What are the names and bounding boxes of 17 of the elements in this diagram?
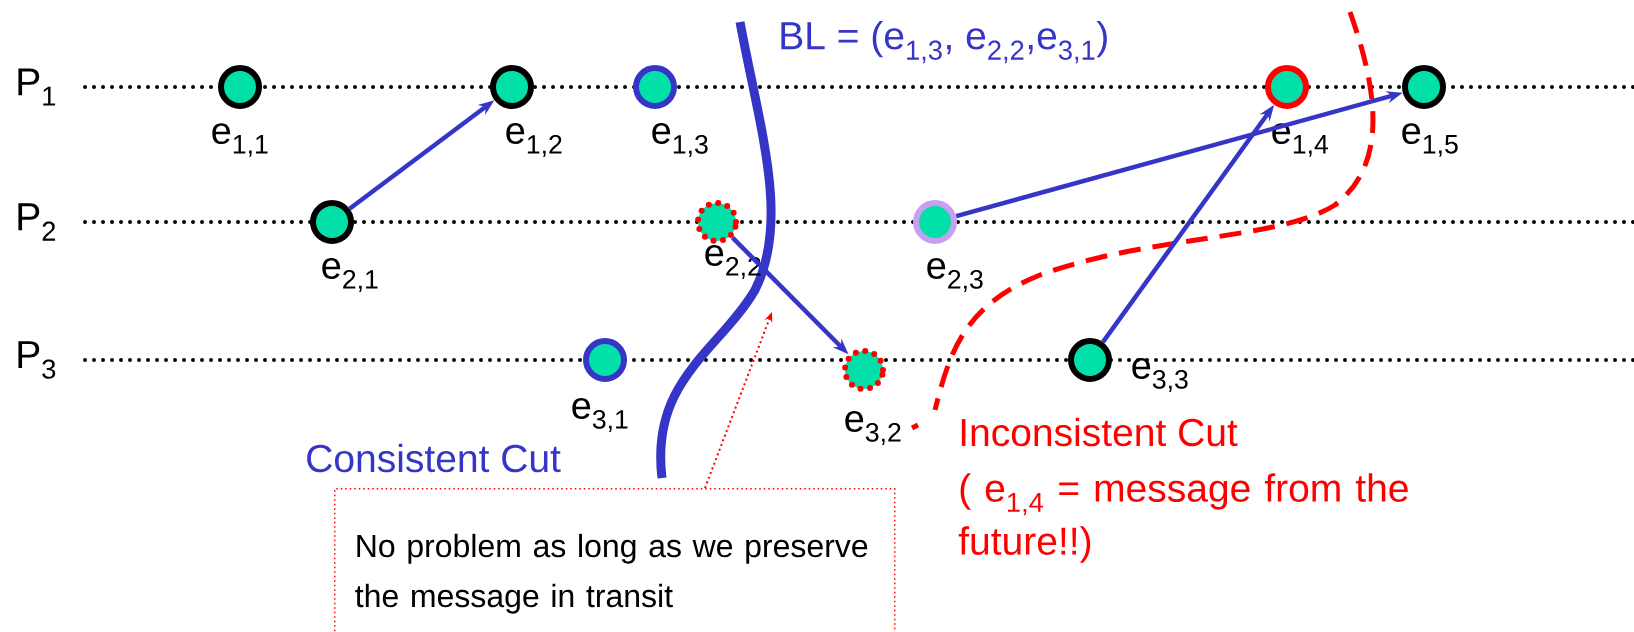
text-label: Inconsistent Cut: [961, 417, 1238, 447]
callout-box: No problem as long as we preserve the message in transit: [334, 488, 896, 632]
event-label: e$_{2,1}$: [322, 258, 378, 292]
text-label: Consistent Cut: [307, 443, 561, 473]
text-label: P$_{3}$: [18, 341, 56, 379]
event-label: e$_{2,3}$: [927, 258, 983, 292]
text-label: ( e$_{1,4}$ = message from the future!!): [958, 473, 1408, 563]
event-label: e$_{1,1}$: [212, 123, 268, 157]
event-label: e$_{3,1}$: [572, 398, 628, 432]
event-label: e$_{1,3}$: [652, 123, 708, 157]
event-label: e$_{3,2}$: [845, 411, 901, 445]
text-label: BL = (e$_{1,3}$, e$_{2,2}$,e$_{3,1}$): [781, 20, 1107, 64]
event-label: e$_{1,5}$: [1402, 123, 1458, 157]
text-label: P$_{2}$: [18, 203, 56, 241]
event-label: e$_{1,2}$: [506, 123, 562, 157]
event-label: e$_{3,3}$: [1132, 358, 1188, 392]
text-label: P$_{1}$: [18, 68, 56, 106]
